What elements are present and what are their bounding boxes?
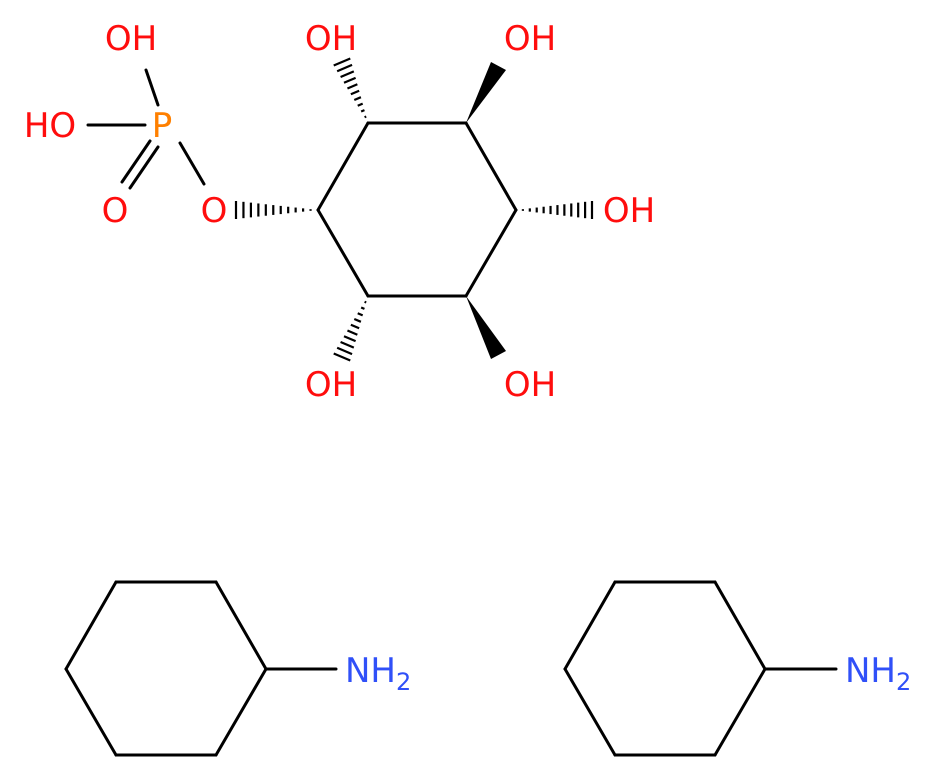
- phosphate-bonds: [86, 68, 206, 190]
- cyclohexylamine-right: NH2: [563, 580, 911, 757]
- ring-bond: [563, 667, 617, 757]
- p-o-double-bond: [120, 139, 152, 184]
- p-o-ester-bond: [178, 141, 206, 186]
- p-o-double-bond: [128, 145, 160, 190]
- phosphate-oh-top-label: OH: [105, 19, 157, 59]
- hash-stroke: [333, 57, 351, 67]
- hash-stroke: [360, 306, 365, 310]
- hashed-bond: [234, 201, 312, 219]
- hash-stroke: [357, 102, 364, 107]
- hash-stroke: [350, 89, 360, 96]
- hashed-bond: [333, 300, 367, 362]
- wedge-bond: [466, 62, 506, 123]
- ring-bond: [713, 667, 767, 757]
- inositol-ring: [316, 121, 518, 298]
- ring-bond: [464, 208, 518, 298]
- hash-stroke: [347, 329, 358, 336]
- stereo-bonds: [234, 57, 594, 362]
- hash-stroke: [360, 109, 365, 113]
- hash-stroke: [353, 317, 362, 323]
- hydroxyl-bottom-left-label: OH: [305, 365, 357, 405]
- hash-stroke: [336, 346, 353, 356]
- hash-stroke: [340, 70, 355, 79]
- p-oh-top-bond: [144, 68, 160, 107]
- wedge-bond: [466, 296, 506, 359]
- hash-stroke: [353, 96, 362, 102]
- hashed-bond: [333, 57, 367, 119]
- ester-oxygen-label: O: [201, 191, 228, 231]
- ring-bond: [64, 580, 118, 671]
- amine-left-label: NH2: [345, 651, 411, 696]
- hash-stroke: [347, 83, 358, 90]
- hashed-bond: [521, 201, 594, 219]
- phosphorus-atom: P: [152, 106, 173, 146]
- cyclohexylamine-left: NH2: [64, 580, 411, 757]
- hash-stroke: [357, 312, 364, 317]
- ring-bond: [713, 580, 767, 671]
- hash-stroke: [350, 323, 360, 330]
- hydroxyl-right-label: OH: [603, 191, 655, 231]
- hydroxyl-top-right-label: OH: [504, 19, 556, 59]
- ring-bond: [214, 580, 268, 671]
- ring-bond: [64, 667, 118, 757]
- ring-bond: [214, 667, 268, 757]
- hash-stroke: [340, 340, 355, 349]
- hash-stroke: [343, 76, 357, 84]
- phosphate-oxo-label: O: [102, 191, 129, 231]
- ring-bond: [464, 121, 518, 212]
- hash-stroke: [364, 300, 367, 304]
- hash-stroke: [333, 352, 351, 362]
- phosphate-oh-left-label: HO: [24, 106, 76, 146]
- amine-right-label: NH2: [845, 651, 911, 696]
- ring-bond: [563, 580, 617, 671]
- hydroxyl-top-left-label: OH: [305, 19, 357, 59]
- ring-bond: [316, 208, 370, 298]
- hash-stroke: [343, 335, 357, 343]
- hash-stroke: [364, 115, 367, 119]
- hydroxyl-bottom-right-label: OH: [504, 365, 556, 405]
- hash-stroke: [336, 63, 353, 73]
- ring-bond: [316, 121, 370, 212]
